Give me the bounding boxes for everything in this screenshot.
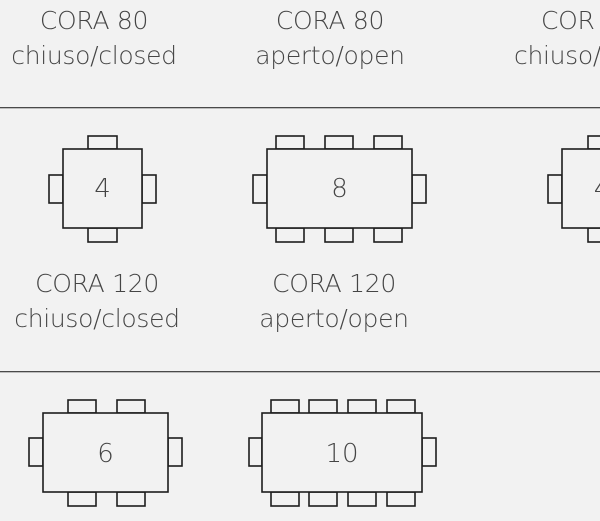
chair xyxy=(116,399,146,414)
table-top xyxy=(261,412,423,493)
table-state: chiuso/closed xyxy=(14,304,180,333)
model-name: COR xyxy=(541,6,595,35)
table-plan-8-seats: 8 xyxy=(252,135,427,243)
table-state: chiuso/ xyxy=(514,41,600,70)
chair xyxy=(587,227,600,243)
chair xyxy=(67,399,97,414)
seat-count: 8 xyxy=(331,174,348,204)
section-divider xyxy=(0,371,600,373)
table-top xyxy=(561,148,600,229)
label-cora80-open: CORA 80 aperto/open xyxy=(240,3,420,73)
seat-count: 4 xyxy=(594,174,600,204)
chair xyxy=(347,491,377,507)
chair xyxy=(248,437,263,467)
chair xyxy=(324,135,354,150)
chair xyxy=(347,399,377,414)
table-top xyxy=(42,412,169,493)
chair xyxy=(116,491,146,507)
model-name: CORA 120 xyxy=(35,269,159,298)
label-third-column-partial: COR chiuso/ xyxy=(514,3,600,73)
chair xyxy=(421,437,437,467)
seat-count: 4 xyxy=(94,174,111,204)
chair xyxy=(324,227,354,243)
chair xyxy=(373,135,403,150)
label-cora80-closed: CORA 80 chiuso/closed xyxy=(4,3,184,73)
table-state: chiuso/closed xyxy=(11,41,177,70)
label-cora120-closed: CORA 120 chiuso/closed xyxy=(7,266,187,336)
chair xyxy=(87,227,118,243)
chair xyxy=(28,437,44,467)
seat-count: 6 xyxy=(97,439,114,469)
chair xyxy=(308,399,338,414)
chair xyxy=(67,491,97,507)
label-cora120-open: CORA 120 aperto/open xyxy=(244,266,424,336)
chair xyxy=(386,399,416,414)
model-name: CORA 120 xyxy=(272,269,396,298)
table-plan-6-seats: 6 xyxy=(28,399,183,507)
table-plan-10-seats: 10 xyxy=(248,399,437,507)
model-name: CORA 80 xyxy=(39,6,149,35)
table-plan-partial: 4 xyxy=(547,135,600,243)
chair xyxy=(275,135,305,150)
table-top xyxy=(62,148,143,229)
chair xyxy=(275,227,305,243)
chair xyxy=(252,174,268,204)
chair xyxy=(48,174,64,204)
chair xyxy=(547,174,563,204)
chair xyxy=(141,174,157,204)
chair xyxy=(386,491,416,507)
chair xyxy=(87,135,118,150)
chair xyxy=(373,227,403,243)
table-state: aperto/open xyxy=(259,304,409,333)
table-top xyxy=(266,148,413,229)
table-state: aperto/open xyxy=(255,41,405,70)
seat-count: 10 xyxy=(325,439,358,469)
chair xyxy=(270,491,300,507)
model-name: CORA 80 xyxy=(275,6,385,35)
section-divider xyxy=(0,107,600,109)
chair xyxy=(308,491,338,507)
chair xyxy=(587,135,600,150)
chair xyxy=(411,174,427,204)
chair xyxy=(270,399,300,414)
chair xyxy=(167,437,183,467)
table-plan-4-seats: 4 xyxy=(48,135,157,243)
